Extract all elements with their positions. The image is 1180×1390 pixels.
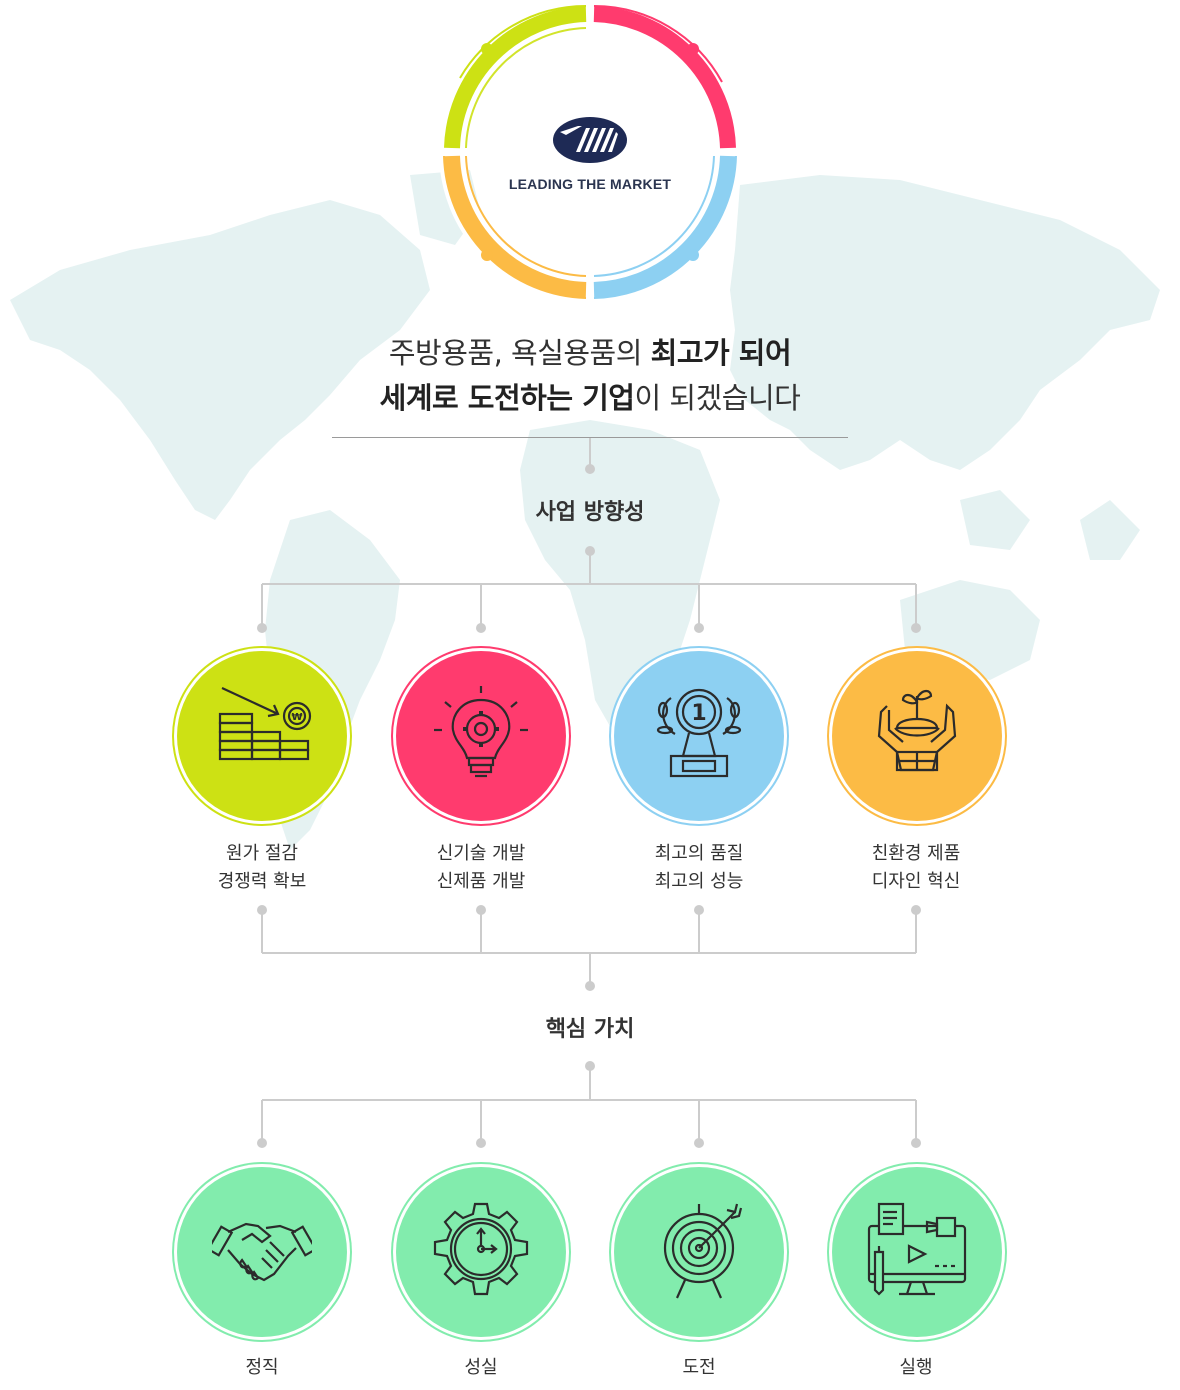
- lightbulb-gear-icon: [434, 686, 528, 778]
- direction-title: 사업 방향성: [535, 500, 645, 525]
- mission-line-2-plain: 이 되겠습니다: [634, 381, 801, 415]
- ring-arc-green: [444, 6, 587, 149]
- monitor-icon: [867, 1202, 967, 1296]
- caption-line-2: 최고의 성능: [654, 871, 744, 892]
- trophy-icon: 1: [656, 688, 742, 778]
- ring-arc-red: [593, 6, 736, 149]
- caption-line-1: 신기술 개발: [436, 843, 526, 864]
- caption-line-1: 친환경 제품: [871, 843, 961, 864]
- caption-line-2: 경쟁력 확보: [217, 871, 307, 892]
- value-caption-diligence: 성실: [464, 1357, 498, 1378]
- value-caption-honesty: 정직: [245, 1357, 279, 1378]
- caption-line-2: 신제품 개발: [436, 871, 526, 892]
- coin-stack-icon: ₩: [218, 687, 312, 761]
- direction-circle-cost: ₩: [177, 651, 347, 821]
- company-logo-emblem: [553, 117, 627, 163]
- brand-ring: [440, 2, 740, 302]
- caption-line-1: 최고의 품질: [654, 843, 744, 864]
- value-circle-honesty: [177, 1167, 347, 1337]
- values-title: 핵심 가치: [545, 1017, 635, 1042]
- svg-text:1: 1: [691, 701, 706, 726]
- mission-line-1-bold: 최고가 되어: [650, 336, 792, 370]
- value-circle-challenge: [614, 1167, 784, 1337]
- handshake-icon: [212, 1222, 312, 1282]
- mission-line-1-plain: 주방용품, 욕실용품의: [388, 336, 651, 370]
- target-icon: [663, 1203, 743, 1299]
- logo-tagline: LEADING THE MARKET: [508, 176, 672, 192]
- divider: [332, 437, 848, 438]
- value-circle-execution: [832, 1167, 1002, 1337]
- ring-arc-blue: [593, 155, 736, 298]
- direction-circle-tech: [396, 651, 566, 821]
- mission-line-2: 세계로 도전하는 기업이 되겠습니다: [240, 375, 940, 417]
- value-caption-challenge: 도전: [682, 1357, 716, 1378]
- direction-circle-eco: [832, 651, 1002, 821]
- caption-line-1: 원가 절감: [226, 843, 298, 864]
- mission-line-2-bold: 세계로 도전하는 기업: [379, 381, 635, 415]
- caption-line-2: 디자인 혁신: [871, 871, 961, 892]
- mission-line-1: 주방용품, 욕실용품의 최고가 되어: [240, 330, 940, 372]
- direction-circle-quality: 1: [614, 651, 784, 821]
- gear-clock-icon: [433, 1202, 529, 1296]
- value-caption-execution: 실행: [899, 1357, 933, 1378]
- value-circle-diligence: [396, 1167, 566, 1337]
- ring-arc-orange: [444, 155, 587, 298]
- plant-hands-icon: [877, 689, 957, 772]
- svg-text:₩: ₩: [291, 712, 302, 723]
